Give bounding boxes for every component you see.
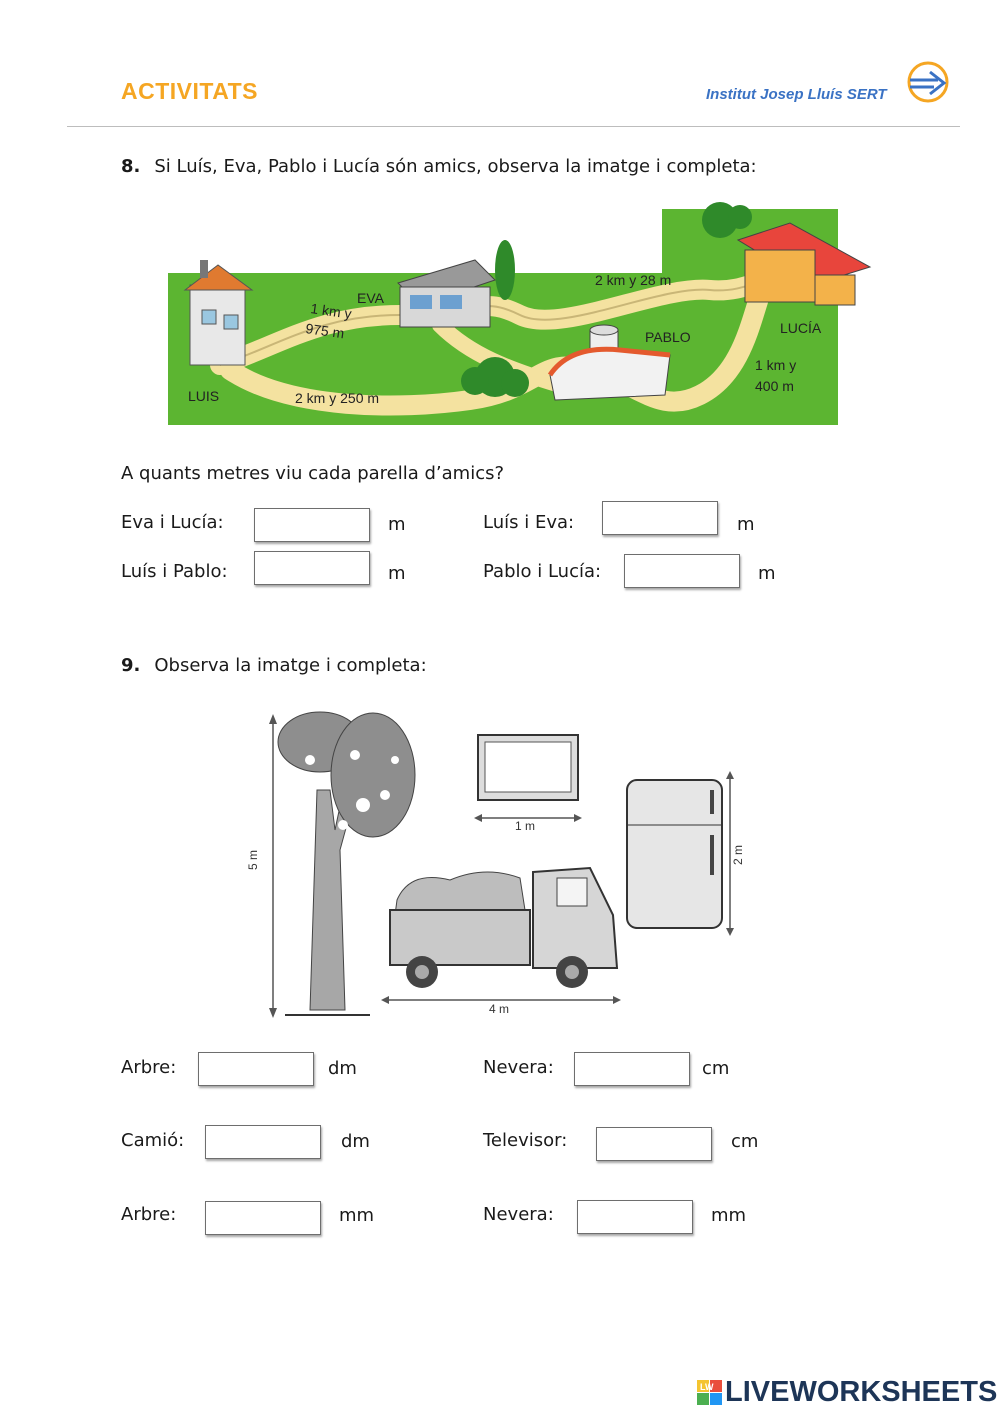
q8-answer-luis-eva[interactable] — [602, 501, 718, 535]
pablo-house-icon — [547, 324, 671, 401]
tree-icon — [269, 711, 416, 1018]
q8-label-luis-eva: Luís i Eva: — [483, 512, 575, 533]
lucia-house-icon — [736, 222, 872, 306]
q8-unit-luis-eva: m — [737, 514, 755, 535]
fridge-height-label: 2 m — [731, 845, 745, 865]
header-title: ACTIVITATS — [121, 78, 259, 104]
q8-prompt-text: Si Luís, Eva, Pablo i Lucía són amics, o… — [154, 156, 757, 177]
q8-label-luis-pablo: Luís i Pablo: — [121, 561, 228, 582]
q8-unit-pablo-lucia: m — [758, 563, 776, 584]
q9-unit-nevera-mm: mm — [711, 1205, 747, 1226]
map-distance-pablo-lucia-2: 400 m — [755, 378, 794, 394]
q9-answer-nevera-mm[interactable] — [577, 1200, 693, 1234]
q9-label-arbre-mm: Arbre: — [121, 1204, 177, 1225]
map-label-pablo: PABLO — [645, 329, 691, 345]
liveworksheets-brand: LIVEWORKSHEETS — [725, 1376, 998, 1408]
school-logo-icon — [907, 61, 949, 103]
q9-answer-arbre-mm[interactable] — [205, 1201, 321, 1235]
q8-answer-eva-lucia[interactable] — [254, 508, 370, 542]
map-distance-luis-eva-2: 975 m — [305, 320, 346, 341]
q8-number: 8. — [121, 156, 141, 177]
truck-length-label: 4 m — [489, 1002, 509, 1016]
q9-answer-arbre-dm[interactable] — [198, 1052, 314, 1086]
header-divider — [67, 126, 960, 127]
q8-question: A quants metres viu cada parella d’amics… — [121, 463, 505, 484]
badge-letters: LW — [700, 1382, 714, 1392]
q9-label-camio-dm: Camió: — [121, 1130, 185, 1151]
measurements-illustration: 5 m 1 m 2 m 4 m — [246, 711, 745, 1018]
q9-unit-arbre-mm: mm — [339, 1205, 375, 1226]
fridge-icon — [626, 771, 734, 936]
map-distance-luis-pablo: 2 km y 250 m — [295, 390, 379, 406]
map-label-eva: EVA — [357, 290, 385, 306]
q8-label-pablo-lucia: Pablo i Lucía: — [483, 561, 602, 582]
q9-label-nevera-cm: Nevera: — [483, 1057, 554, 1078]
q8-answer-luis-pablo[interactable] — [254, 551, 370, 585]
map-distance-eva-lucia: 2 km y 28 m — [595, 272, 671, 288]
tv-width-label: 1 m — [515, 819, 535, 833]
q9-unit-nevera-cm: cm — [702, 1058, 730, 1079]
friends-map-illustration: LUIS EVA PABLO LUCÍA 1 km y 975 m 2 km y… — [168, 202, 872, 425]
q9-answer-nevera-cm[interactable] — [574, 1052, 690, 1086]
map-label-luis: LUIS — [188, 388, 219, 404]
q9-number: 9. — [121, 655, 141, 676]
q9-answer-televisor-cm[interactable] — [596, 1127, 712, 1161]
tv-icon — [474, 734, 582, 822]
q9-label-televisor-cm: Televisor: — [483, 1130, 568, 1151]
q8-label-eva-lucia: Eva i Lucía: — [121, 512, 224, 533]
map-label-lucia: LUCÍA — [780, 320, 822, 336]
q8-unit-luis-pablo: m — [388, 563, 406, 584]
eva-house-icon — [397, 259, 496, 328]
q9-prompt: 9. Observa la imatge i completa: — [121, 655, 427, 676]
q8-unit-eva-lucia: m — [388, 514, 406, 535]
luis-house-icon — [183, 260, 254, 366]
q9-unit-arbre-dm: dm — [328, 1058, 357, 1079]
q9-label-nevera-mm: Nevera: — [483, 1204, 554, 1225]
map-distance-luis-eva-1: 1 km y — [310, 300, 353, 322]
truck-icon — [381, 866, 621, 1004]
map-distance-pablo-lucia-1: 1 km y — [755, 357, 796, 373]
q9-unit-televisor-cm: cm — [731, 1131, 759, 1152]
q8-prompt: 8. Si Luís, Eva, Pablo i Lucía són amics,… — [121, 156, 757, 177]
liveworksheets-logo: LW LIVEWORKSHEETS — [697, 1376, 997, 1410]
q9-label-arbre-dm: Arbre: — [121, 1057, 177, 1078]
q8-answer-pablo-lucia[interactable] — [624, 554, 740, 588]
q9-answer-camio-dm[interactable] — [205, 1125, 321, 1159]
q9-unit-camio-dm: dm — [341, 1131, 370, 1152]
q9-prompt-text: Observa la imatge i completa: — [154, 655, 427, 676]
tree-height-label: 5 m — [246, 850, 260, 870]
liveworksheets-badge-icon: LW — [697, 1380, 722, 1405]
school-name: Institut Josep Lluís SERT — [706, 86, 887, 103]
